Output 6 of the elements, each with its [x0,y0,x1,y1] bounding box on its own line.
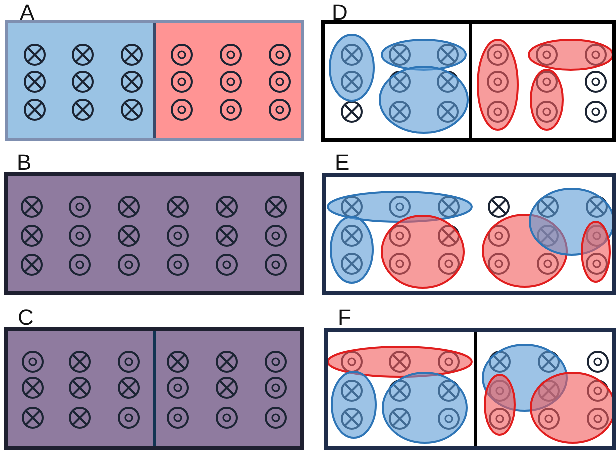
panel-label: A [20,2,35,24]
panel-label: D [332,2,348,24]
panel-label: C [18,307,34,329]
panel-label: E [335,152,350,174]
panel-label: B [17,152,32,174]
panel-label: F [338,307,352,329]
